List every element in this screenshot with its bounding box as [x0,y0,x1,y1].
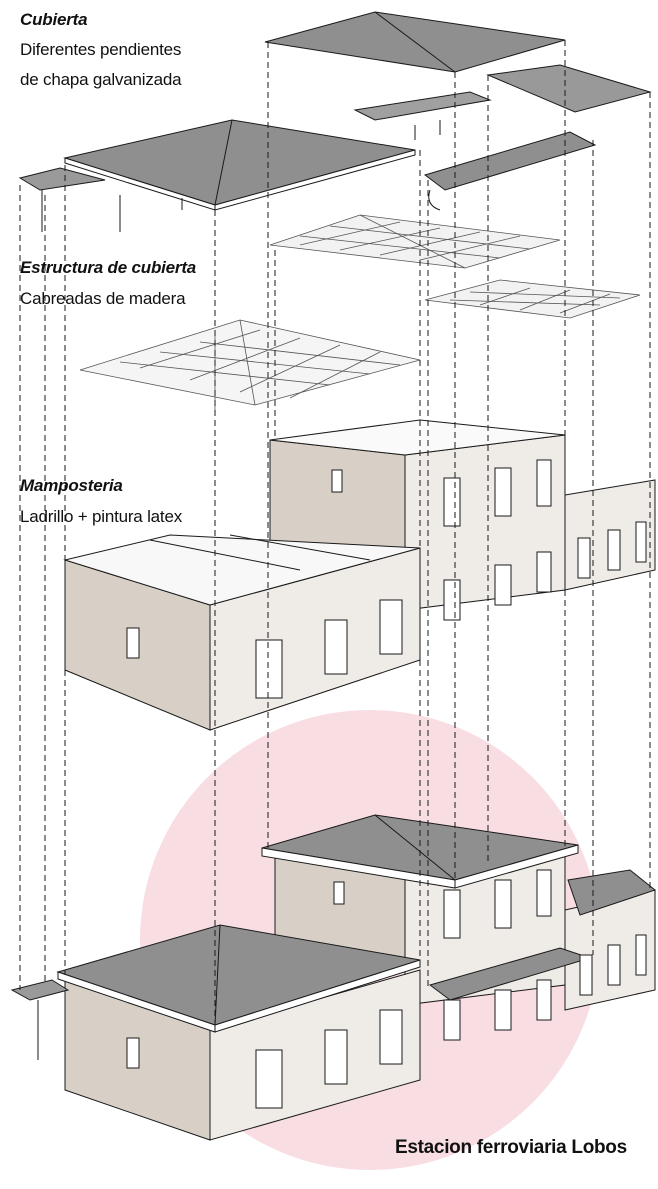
roof-layer [18,11,652,232]
alignment-lines [19,40,651,1025]
layer-heading-cubierta: Cubierta [20,10,88,29]
masonry-layer [63,419,656,731]
assembled-building [10,814,657,1141]
layer-description-cubierta-line2: de chapa galvanizada [20,70,182,89]
layer-heading-mamposteria: Mamposteria [20,476,123,495]
layer-description-cubierta-line1: Diferentes pendientes [20,40,182,59]
roof-right-lower [423,131,597,191]
diagram-caption: Estacion ferroviaria Lobos [395,1137,627,1158]
roof-right-upper [486,64,652,113]
layer-description-estructura: Cabreadas de madera [20,289,186,308]
roof-main [63,119,416,206]
layer-heading-estructura: Estructura de cubierta [20,258,197,277]
layer-description-mamposteria: Ladrillo + pintura latex [20,507,182,526]
roof-canopy-left [18,167,106,191]
truss-layer [79,214,641,415]
